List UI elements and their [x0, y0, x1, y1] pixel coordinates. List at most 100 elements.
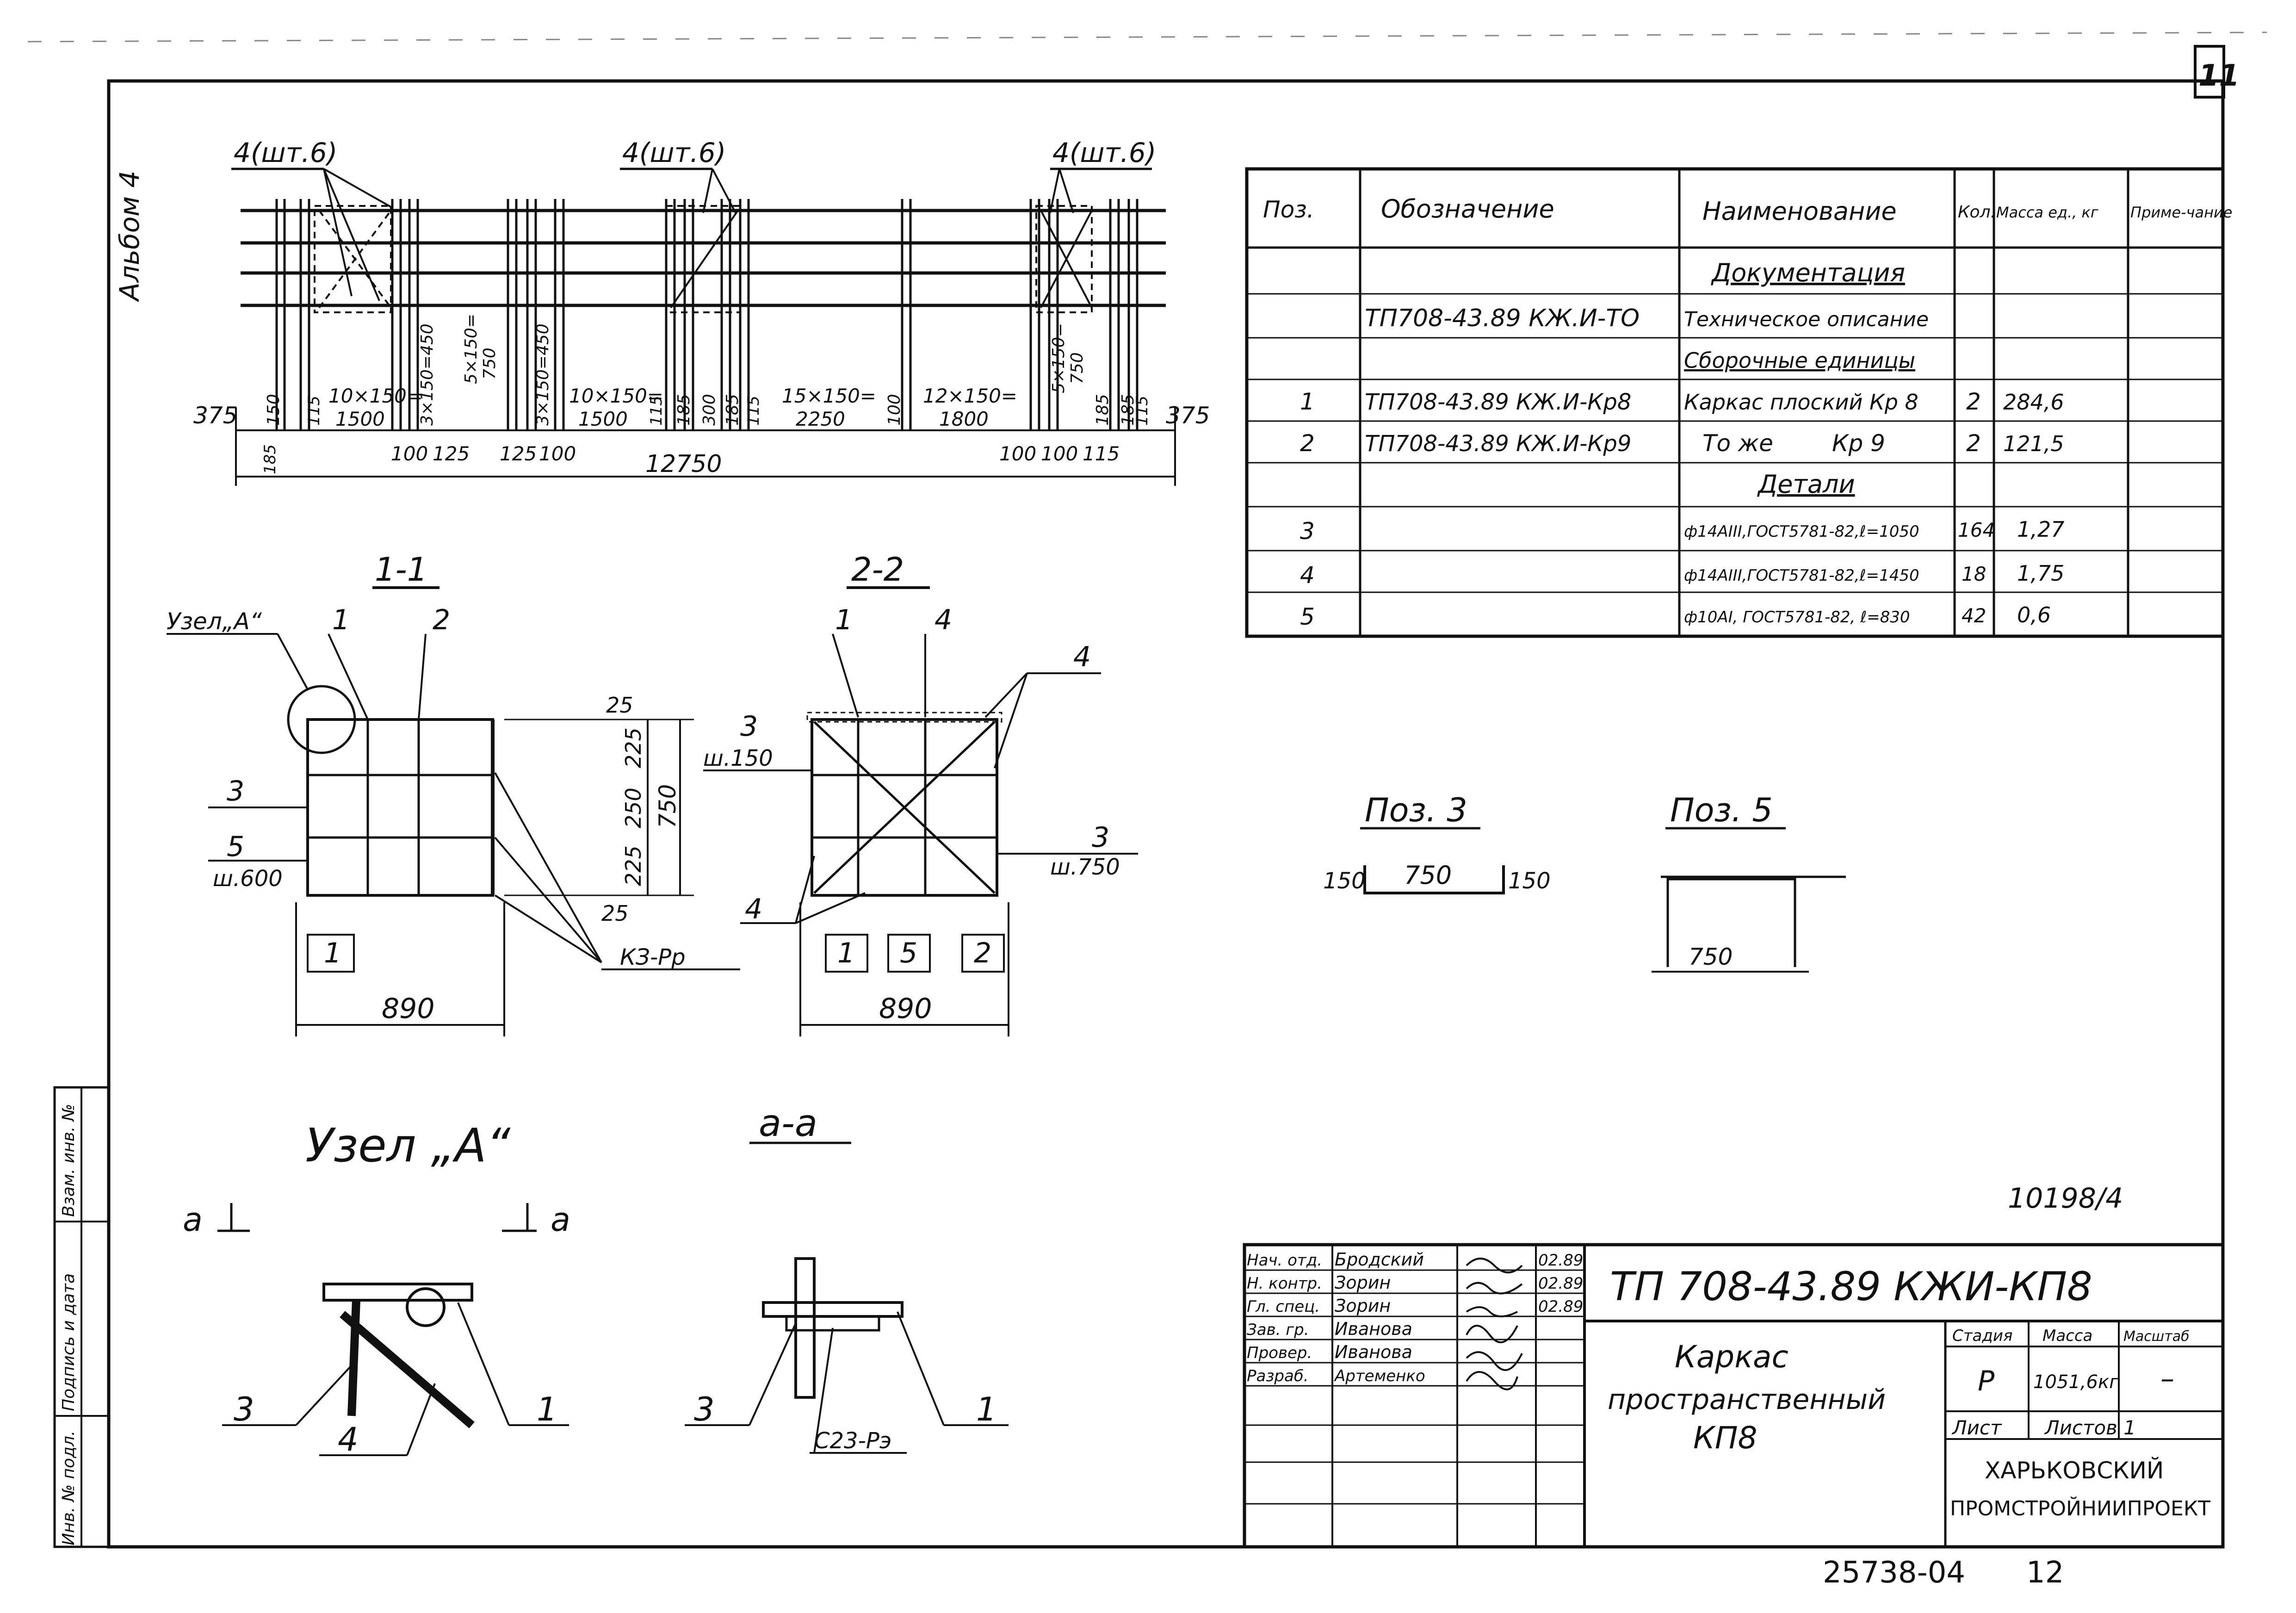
title-block-role-3: Зав. гр. Иванова	[1247, 1319, 1412, 1339]
footer-code: 25738-04	[1823, 1556, 1965, 1590]
svg-text:115: 115	[647, 396, 666, 426]
svg-text:42: 42	[1962, 604, 1986, 627]
svg-text:Узел „А“: Узел „А“	[305, 1118, 511, 1173]
svg-text:750: 750	[480, 347, 499, 379]
svg-text:Техническое описание: Техническое описание	[1684, 308, 1929, 331]
svg-text:Зав. гр.: Зав. гр.	[1247, 1321, 1309, 1339]
svg-text:Нач. отд.: Нач. отд.	[1247, 1251, 1322, 1270]
svg-text:3×150=450: 3×150=450	[418, 323, 437, 426]
node-a-marker	[287, 685, 356, 754]
svg-text:115: 115	[1083, 442, 1120, 465]
svg-text:4: 4	[745, 893, 762, 925]
svg-text:750: 750	[654, 784, 681, 828]
svg-text:150: 150	[1508, 868, 1551, 894]
org-line-2: ПРОМСТРОЙНИИПРОЕКТ	[1950, 1496, 2210, 1520]
svg-text:25: 25	[601, 901, 629, 926]
svg-text:4: 4	[1073, 641, 1091, 673]
svg-text:3×150=450: 3×150=450	[533, 323, 552, 426]
title-block-role-4: Провер. Иванова	[1247, 1342, 1412, 1362]
svg-text:Разраб.: Разраб.	[1247, 1367, 1309, 1385]
svg-text:Иванова: Иванова	[1335, 1319, 1412, 1339]
svg-text:5×150=: 5×150=	[462, 314, 481, 384]
spec-header-name: Наименование	[1702, 197, 1897, 226]
svg-text:750: 750	[1689, 943, 1733, 970]
section-2-2-title: 2-2	[851, 551, 904, 589]
side-stamp: Инв. № подл. Подпись и дата Взам. инв. №	[53, 1086, 110, 1548]
svg-text:121,5: 121,5	[2003, 431, 2064, 456]
svg-text:125: 125	[500, 442, 537, 465]
svg-text:ф14АIII,ГОСТ5781-82,ℓ=1450: ф14АIII,ГОСТ5781-82,ℓ=1450	[1684, 566, 1919, 585]
drawing-name-line-2: пространственный	[1608, 1383, 1886, 1416]
svg-text:3: 3	[234, 1390, 254, 1428]
svg-text:3: 3	[694, 1390, 715, 1428]
svg-text:Поз. 3: Поз. 3	[1365, 791, 1467, 829]
signature-scribbles	[1466, 1258, 1523, 1390]
svg-text:Гл. спец.: Гл. спец.	[1247, 1297, 1320, 1316]
spec-header-note: Приме-чание	[2130, 204, 2232, 221]
node-a-detail: Узел „А“ а а 3 4 1	[183, 1118, 570, 1458]
spec-header-mass: Масса ед., кг	[1996, 204, 2098, 221]
title-block	[1243, 1243, 2225, 1549]
section-1-1-width: 890	[382, 993, 435, 1025]
title-block-role-0: Нач. отд. Бродский 02.89	[1247, 1249, 1583, 1270]
section-1-1-title: 1-1	[375, 551, 427, 589]
svg-text:185: 185	[261, 444, 279, 474]
svg-text:Бродский: Бродский	[1335, 1249, 1424, 1270]
svg-text:125: 125	[433, 442, 470, 465]
title-block-role-5: Разраб. Артеменко	[1247, 1367, 1425, 1385]
svg-text:1: 1	[835, 604, 853, 636]
svg-text:4: 4	[1300, 562, 1315, 589]
svg-text:100: 100	[391, 442, 428, 465]
svg-text:115: 115	[1133, 396, 1151, 426]
node-a-label: Узел„А“	[167, 608, 262, 635]
outer-frame	[107, 79, 2225, 1549]
svg-text:Провер.: Провер.	[1247, 1344, 1312, 1362]
svg-text:185: 185	[1119, 394, 1138, 426]
svg-text:ф10АI, ГОСТ5781-82, ℓ=830: ф10АI, ГОСТ5781-82, ℓ=830	[1684, 608, 1910, 627]
svg-text:Инв. № подл.: Инв. № подл.	[59, 1431, 78, 1545]
spec-row-2: Сборочные единицы	[1684, 348, 1915, 373]
svg-text:ш.150: ш.150	[703, 745, 773, 771]
svg-text:225: 225	[621, 845, 646, 886]
svg-text:3: 3	[227, 775, 244, 807]
svg-text:1800: 1800	[939, 408, 989, 430]
svg-text:То же Кр 9: То же Кр 9	[1702, 430, 1885, 457]
svg-text:2: 2	[1966, 430, 1981, 457]
svg-text:Артеменко: Артеменко	[1334, 1367, 1425, 1385]
svg-text:Стадия: Стадия	[1952, 1327, 2012, 1345]
svg-text:284,6: 284,6	[2003, 390, 2064, 415]
svg-text:Поз. 5: Поз. 5	[1670, 791, 1773, 829]
svg-text:750: 750	[1404, 861, 1452, 890]
svg-text:Листов 1: Листов 1	[2044, 1416, 2136, 1439]
svg-text:750: 750	[1068, 352, 1087, 384]
svg-text:02.89: 02.89	[1538, 1251, 1583, 1270]
svg-text:Подпись и дата: Подпись и дата	[59, 1273, 78, 1411]
svg-text:Взам. инв. №: Взам. инв. №	[59, 1104, 78, 1217]
svg-text:2: 2	[433, 604, 450, 636]
svg-text:Сборочные единицы: Сборочные единицы	[1684, 348, 1915, 373]
plan-callout-middle: 4(шт.6)	[622, 137, 726, 168]
svg-text:100: 100	[999, 442, 1036, 465]
mass-value: 1051,6кг	[2033, 1371, 2119, 1393]
spec-row-4: 2 ТП708-43.89 КЖ.И-Кр9 То же Кр 9 2 121,…	[1300, 430, 2064, 457]
plan-overall-dim: 12750	[645, 450, 722, 478]
svg-text:2: 2	[974, 937, 991, 969]
svg-text:25: 25	[606, 693, 633, 718]
svg-text:10×150=: 10×150=	[569, 385, 663, 407]
svg-text:0,6: 0,6	[2017, 602, 2051, 627]
svg-text:2: 2	[1300, 430, 1315, 457]
svg-text:100: 100	[539, 442, 576, 465]
svg-text:а-а: а-а	[759, 1102, 817, 1145]
svg-text:12×150=: 12×150=	[923, 385, 1017, 407]
section-2-2: 2-2 1 4 4 3 ш.150 3 ш.750 4 1 5 2	[703, 551, 1138, 1036]
svg-text:Каркас плоский Кр 8: Каркас плоский Кр 8	[1684, 390, 1918, 415]
svg-text:1: 1	[976, 1390, 997, 1428]
spec-table	[1245, 167, 2225, 638]
svg-text:а: а	[551, 1201, 570, 1239]
svg-text:115: 115	[305, 396, 323, 426]
svg-text:1,27: 1,27	[2017, 517, 2064, 542]
plan-end-right: 375	[1166, 402, 1210, 429]
svg-text:185: 185	[723, 394, 742, 426]
svg-text:Иванова: Иванова	[1335, 1342, 1412, 1362]
svg-text:4: 4	[338, 1421, 359, 1458]
